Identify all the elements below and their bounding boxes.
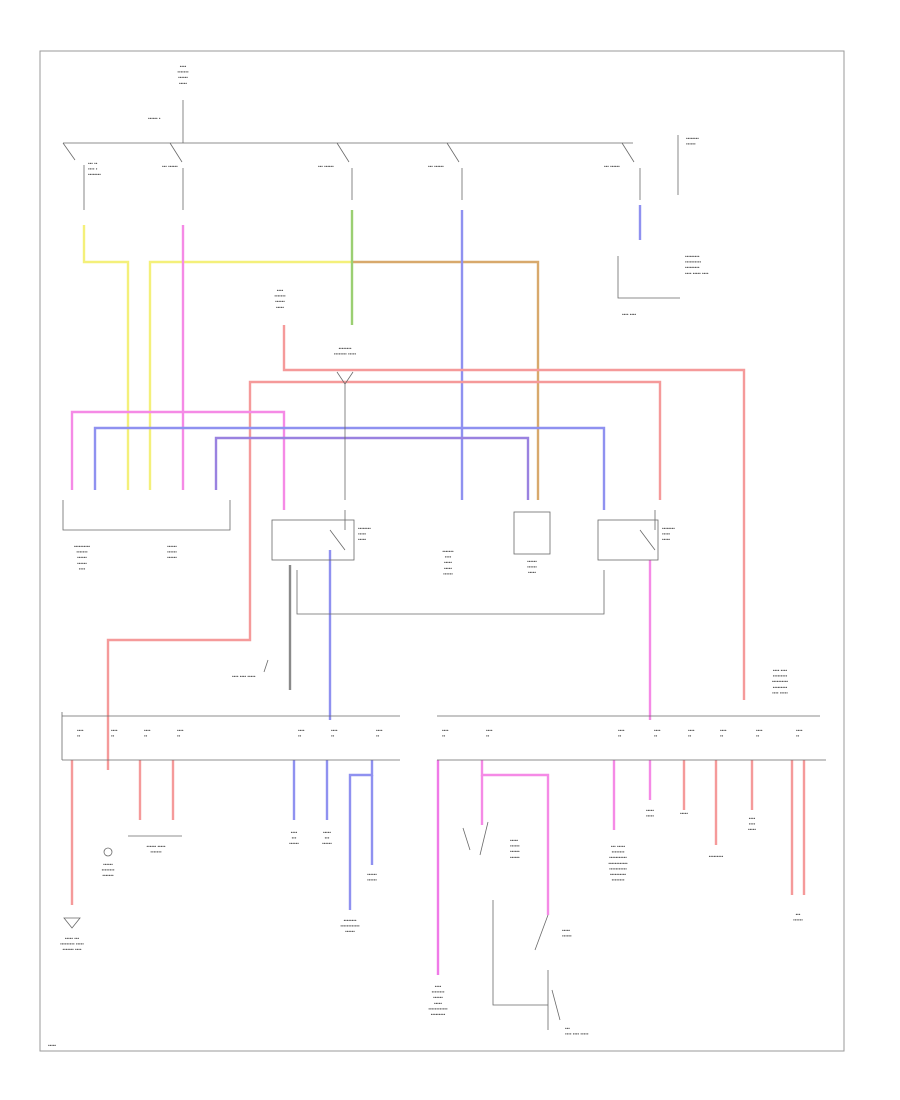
fuse-label-6: •••••• <box>331 728 338 739</box>
corner-label: ••••• <box>48 1043 56 1048</box>
right-fuse-ref-label: •••• •••• <box>622 312 637 317</box>
label-group: •••••••••••••••••••••• •••••• • ••••••••… <box>60 64 803 1037</box>
wire-group <box>70 205 806 975</box>
right-fuse-box-label: •••••••••••••••••••••••••••••••• ••••• •… <box>685 254 709 276</box>
engine-module-box <box>513 511 551 555</box>
brake-switch-lines <box>462 821 549 1006</box>
wire-red-battery <box>282 325 746 700</box>
diagram-frame <box>39 50 845 1052</box>
ground-symbol-1 <box>63 917 81 929</box>
relay-left-label: •••••••••••••••••• <box>358 526 371 542</box>
left-fuse-panel-label: •••• •••• ••••• <box>232 674 256 679</box>
left-module-b-label: •••••••••••••••••• <box>167 544 177 560</box>
fuse-label-9: •••••• <box>486 728 493 739</box>
center-module-label: ••••••••••••••••••••••••••• <box>442 549 454 576</box>
switch-contact-5 <box>621 142 641 200</box>
wire-code-top-label: •••••• • <box>148 116 161 121</box>
engine-module-label: ••••••••••••••••• <box>527 559 537 575</box>
ignition-switch-label: •••••••••••••• <box>686 136 699 147</box>
switch-contact-1 <box>62 142 85 210</box>
wire-magenta-drop-2 <box>480 760 550 915</box>
fuse-label-8: •••••• <box>442 728 449 739</box>
ground-ref-left <box>263 659 269 673</box>
switch-label-1: ••• •••••• ••••••••• <box>88 161 101 177</box>
load-a-label: ••••••••••••••••••••• <box>102 862 115 878</box>
relay-right-box <box>597 519 659 561</box>
load-h-label: ••••••••••••••••••••••••••••••••••••••••… <box>428 984 448 1017</box>
relay-left-contact <box>329 510 346 551</box>
load-e-label: •••••••••••••• <box>322 830 332 846</box>
right-fuse-panel-label: •••• •••••••••••••••••••••••••••••••••••… <box>772 668 788 695</box>
switch-label-5: ••• •••••• <box>604 164 620 169</box>
clutch-switch-lines <box>547 970 561 1030</box>
switch-contact-3 <box>336 142 353 200</box>
relay-ground-loop <box>296 570 605 615</box>
battery-top-label: •••••••••••••••••••••• <box>177 64 189 86</box>
wire-tan <box>352 260 540 500</box>
wire-yellow-left <box>82 225 130 490</box>
relay-right-contact <box>639 510 656 551</box>
switch-label-4: ••• •••••• <box>428 164 444 169</box>
fuse-label-15: •••••• <box>796 728 803 739</box>
load-g-label: •••••••••••••••••••••••••• <box>340 918 360 934</box>
load-k-label: ••••• <box>680 811 688 816</box>
left-module-a-label: ••••••••••••••••••••••••••••••••• <box>74 544 90 571</box>
center-relay-symbol <box>336 371 354 500</box>
load-i-label: ••• ••••••••••••••••••••••••••••••••••••… <box>608 844 628 883</box>
wire-yellow-right <box>148 260 352 490</box>
switch-label-3: ••• •••••• <box>318 164 334 169</box>
load-j-label: •••••••••• <box>646 808 654 819</box>
fuse-label-13: •••••• <box>720 728 727 739</box>
fuse-label-11: •••••• <box>654 728 661 739</box>
left-fuse-panel <box>61 712 400 760</box>
center-relay-label: •••••••••••••••• ••••• <box>334 346 357 357</box>
wire-blue-drop-3 <box>348 760 374 910</box>
load-d-label: ••••••••••••• <box>289 830 299 846</box>
right-fuse-box-outline <box>617 256 680 299</box>
bottom-ref-label: ••••••• •••• ••••• <box>565 1026 589 1037</box>
switch-contact-2 <box>169 142 184 210</box>
relay-left-box <box>271 519 355 561</box>
fuse-label-1: •••••• <box>77 728 84 739</box>
wire-magenta-bus <box>70 410 286 510</box>
wire-red-loop <box>106 380 662 770</box>
load-c-label: ••••• •••••••••••• •••••••••••• •••• <box>60 936 84 952</box>
brake-switch-label: ••••••••••••••••••••••• <box>510 838 520 860</box>
clutch-switch-label: ••••••••••• <box>562 928 572 939</box>
load-l-label: ••••••••• <box>709 854 724 859</box>
wire-blue-bus <box>93 426 606 510</box>
switch-contact-4 <box>446 142 463 200</box>
fuse-label-4: •••••• <box>177 728 184 739</box>
left-module-bracket <box>62 500 231 531</box>
fuse-label-2: •••••• <box>111 728 118 739</box>
wire-violet-bus <box>214 436 530 500</box>
load-m-label: ••••••••••••• <box>748 816 756 832</box>
battery-mid-label: •••••••••••••••••••••• <box>274 288 286 310</box>
fuse-label-5: •••••• <box>298 728 305 739</box>
relay-right-label: •••••••••••••••••• <box>662 526 675 542</box>
fuse-label-10: •••••• <box>618 728 625 739</box>
fuse-label-3: •••••• <box>144 728 151 739</box>
load-a-symbol <box>103 847 113 857</box>
load-n-label: ••••••••• <box>793 912 803 923</box>
switch-label-2: ••• •••••• <box>162 164 178 169</box>
fuse-label-7: •••••• <box>376 728 383 739</box>
component-group <box>61 100 826 1030</box>
fuse-label-12: •••••• <box>688 728 695 739</box>
right-fuse-panel <box>437 715 826 761</box>
load-b-label: •••••• •••••••••••• <box>147 844 166 855</box>
load-f-label: •••••••••••• <box>367 872 377 883</box>
fuse-label-14: •••••• <box>756 728 763 739</box>
